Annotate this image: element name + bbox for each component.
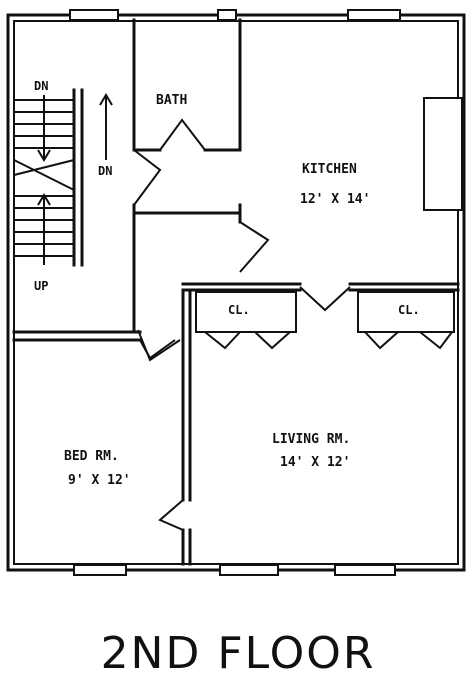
window-top-left xyxy=(69,9,119,21)
stair-arrows xyxy=(37,93,113,265)
window-bottom-center xyxy=(219,564,279,576)
windows xyxy=(69,9,463,576)
hall-door-lower xyxy=(137,329,181,362)
bath-label: BATH xyxy=(156,93,187,108)
kitchen-label: KITCHEN xyxy=(302,162,357,177)
staircase xyxy=(13,88,113,267)
bed-size: 9' X 12' xyxy=(68,473,131,488)
floor-title: 2ND FLOOR xyxy=(101,628,376,679)
bath-door xyxy=(159,118,206,151)
stair-up-label: UP xyxy=(34,279,48,293)
window-right-kitchen xyxy=(423,97,463,211)
living-label: LIVING RM. xyxy=(272,432,350,447)
hall-door xyxy=(239,221,270,273)
labels: DN DN UP BATH KITCHEN 12' X 14' CL. CL. … xyxy=(34,79,420,679)
stair-dn-lower-label: DN xyxy=(98,164,112,178)
bed-label: BED RM. xyxy=(64,449,119,464)
window-bottom-right xyxy=(334,564,396,576)
window-bottom-left xyxy=(73,564,127,576)
bed-door-side xyxy=(158,499,184,531)
window-top-right xyxy=(347,9,401,21)
window-top-center xyxy=(217,9,237,21)
closet-right-box xyxy=(357,291,455,333)
closet-left-label: CL. xyxy=(228,303,250,317)
stair-dn-upper-label: DN xyxy=(34,79,48,93)
closet-right-label: CL. xyxy=(398,303,420,317)
kitchen-opening xyxy=(299,286,351,312)
interior-walls xyxy=(12,18,460,566)
closet-left-box xyxy=(195,291,297,333)
kitchen-size: 12' X 14' xyxy=(300,192,370,207)
living-size: 14' X 12' xyxy=(280,455,350,470)
kitchen-door xyxy=(133,149,162,206)
